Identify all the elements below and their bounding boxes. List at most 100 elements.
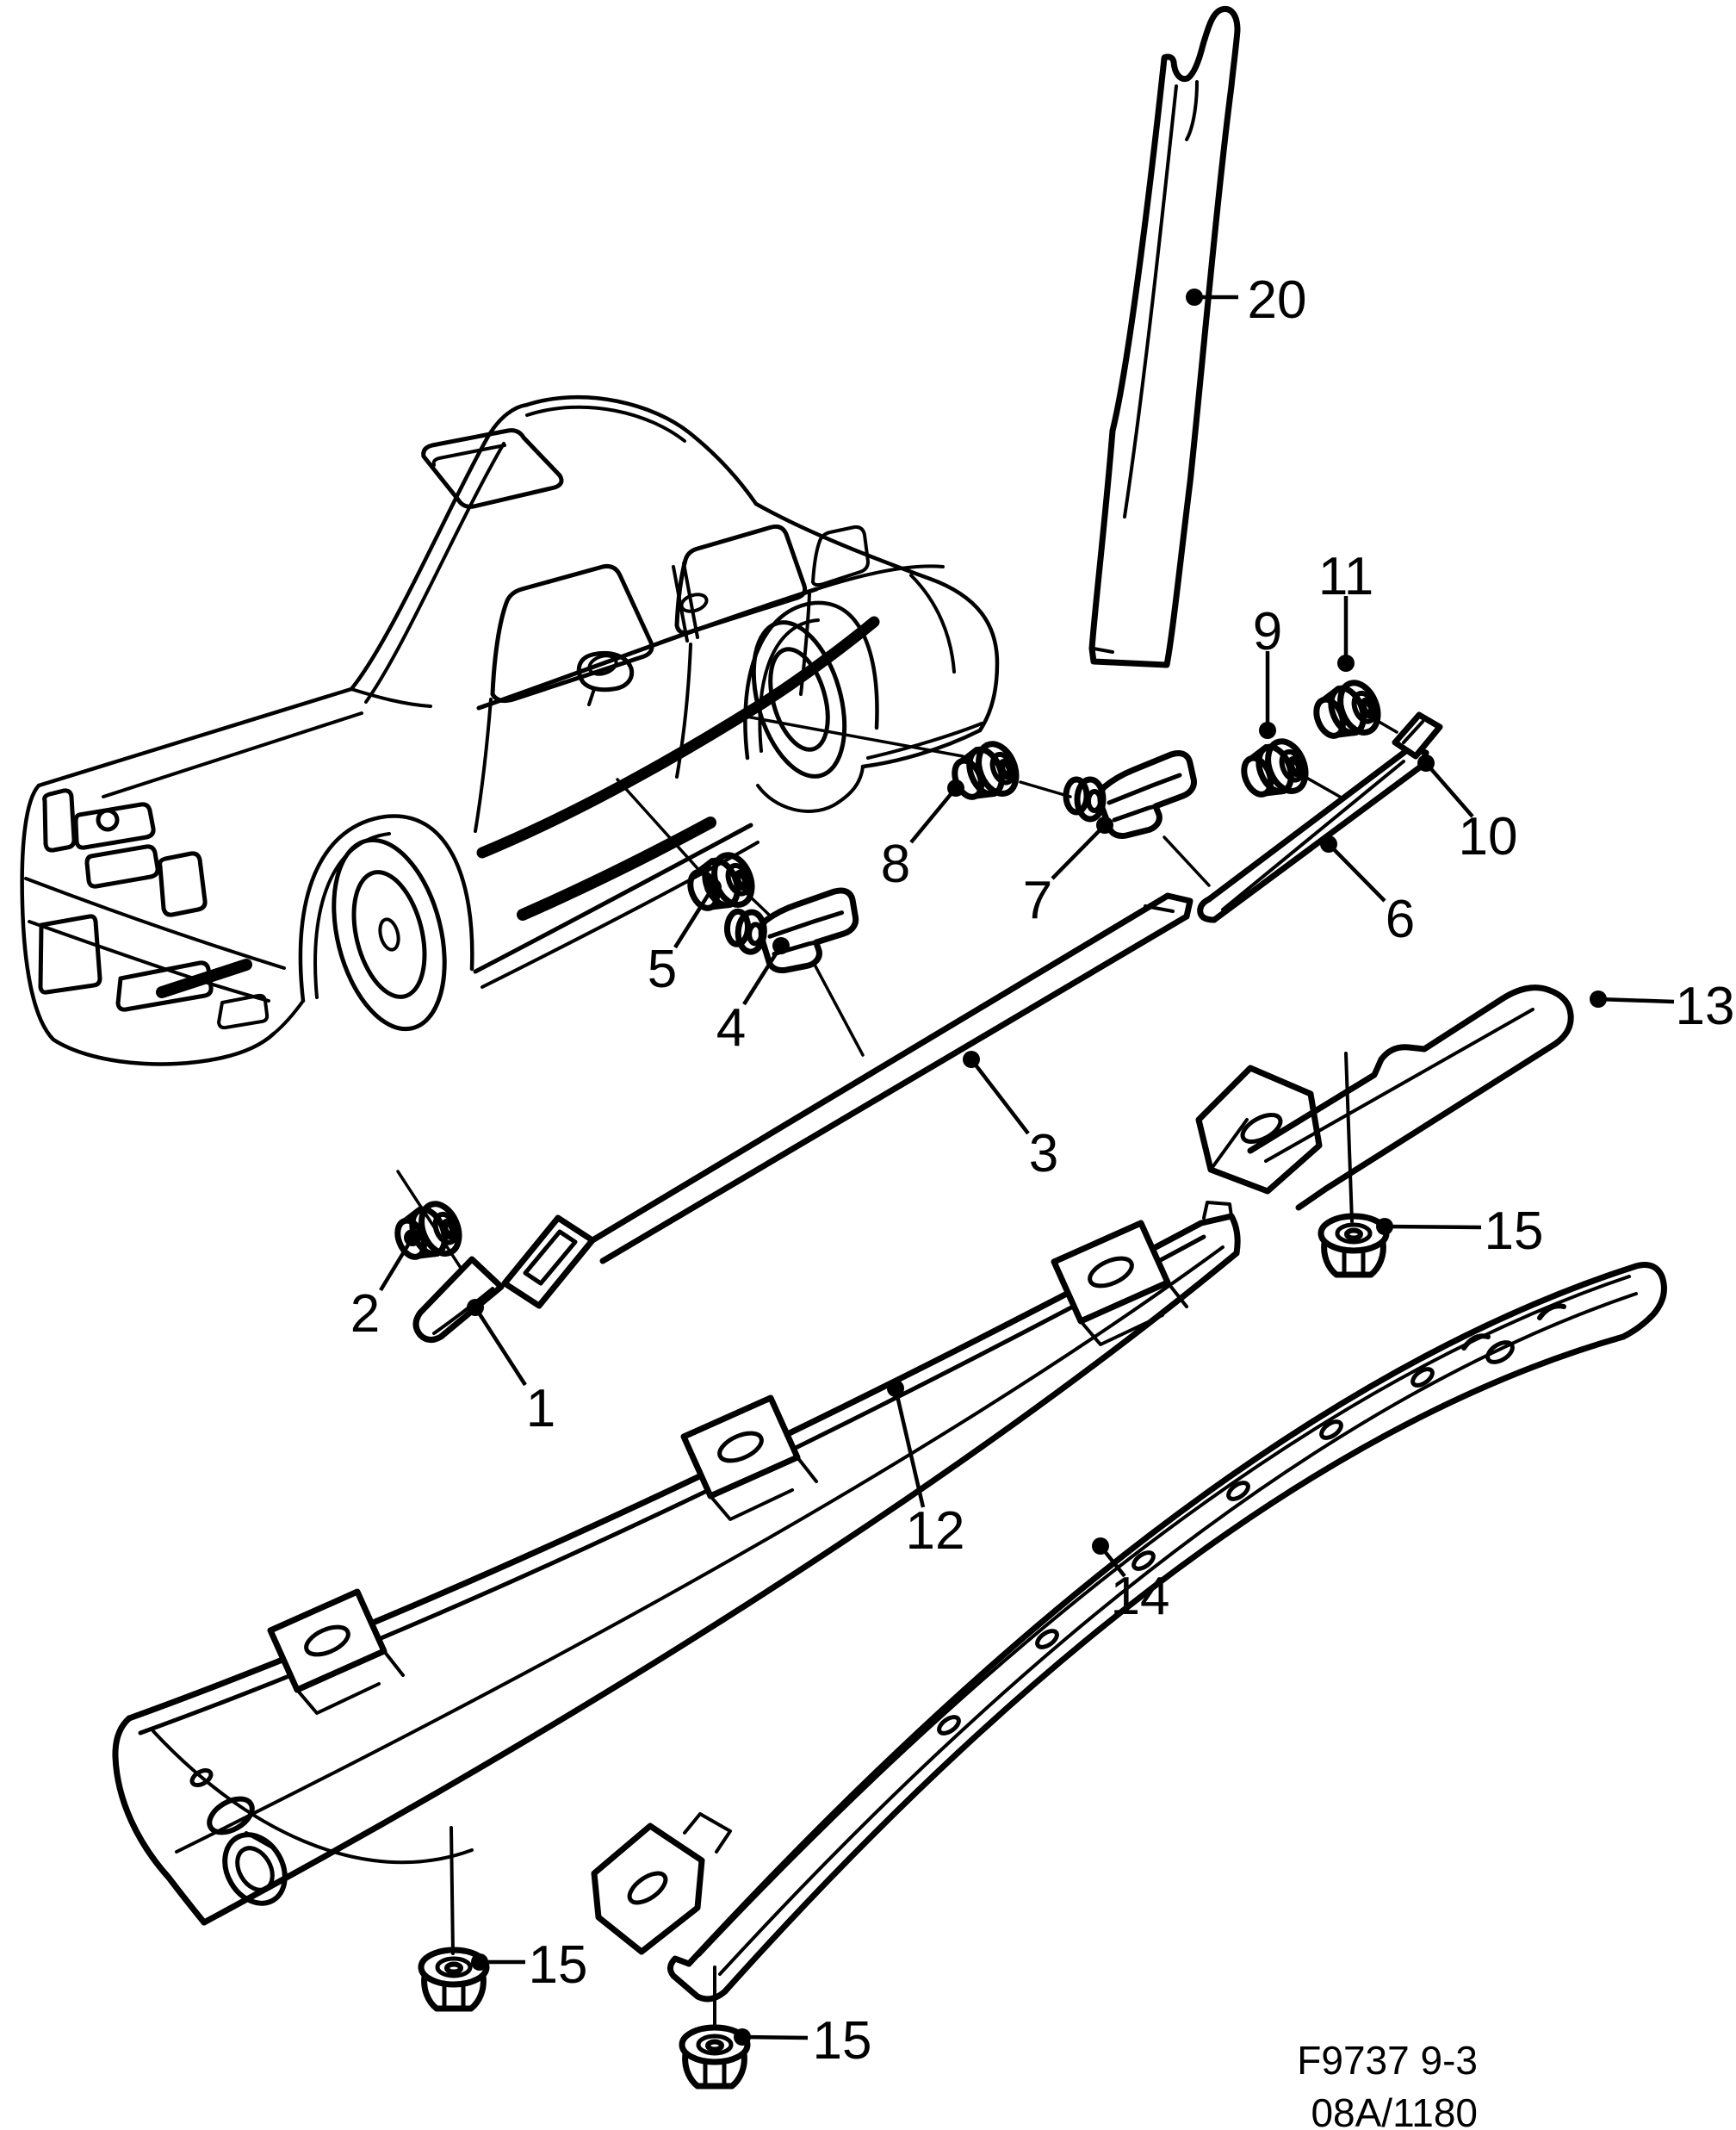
leader-dot <box>947 779 964 797</box>
car-rear-deck <box>753 501 1000 733</box>
callout-14: 14 <box>1092 1537 1169 1626</box>
car-cowl <box>350 687 432 708</box>
part-number-label: 15 <box>529 1935 588 1995</box>
leader-dot <box>887 1380 904 1397</box>
part-number-label: 12 <box>906 1501 965 1561</box>
car-grille-slat <box>84 844 160 889</box>
car-door-handle-rear <box>679 593 709 613</box>
leader-dot <box>1376 1218 1393 1235</box>
part-number-label: 13 <box>1676 977 1735 1036</box>
callout-15: 15 <box>734 2011 871 2071</box>
part-1-moulding-end-piece <box>412 1256 505 1343</box>
part-12-sill-panel <box>112 1201 1241 1926</box>
part-number-label: 8 <box>881 835 910 894</box>
leader-line <box>673 885 715 949</box>
part-number-label: 20 <box>1248 270 1307 330</box>
callout-9: 9 <box>1253 602 1282 739</box>
callout-20: 20 <box>1186 270 1306 330</box>
part-number-label: 9 <box>1253 602 1282 661</box>
car-rear-wheel-arch <box>743 600 879 761</box>
car-roof <box>524 394 759 506</box>
car-door-cut-front <box>474 698 493 833</box>
car-quarter-window <box>811 525 870 587</box>
sill-bracket <box>267 1588 405 1715</box>
callout-2: 2 <box>350 1229 421 1344</box>
leader-line <box>1051 823 1107 880</box>
part-4-clip <box>725 885 857 974</box>
callout-5: 5 <box>648 879 722 999</box>
car-hood-edge <box>36 686 354 788</box>
car-windshield <box>364 442 505 704</box>
part-14-sill-panel <box>591 1262 1667 2003</box>
callout-7: 7 <box>1023 817 1113 930</box>
callout-11: 11 <box>1318 547 1373 672</box>
leader-line <box>893 1388 926 1508</box>
leader-line <box>909 786 958 844</box>
part-number-label: 15 <box>1485 1202 1544 1261</box>
part-number-label: 7 <box>1023 871 1052 930</box>
part-number-label: 14 <box>1111 1567 1170 1626</box>
car-a-pillar <box>349 402 530 692</box>
car-mirror <box>576 650 635 692</box>
part-15-pins <box>421 1052 1386 2086</box>
callout-15: 15 <box>1376 1202 1543 1261</box>
sill-bracket <box>1051 1220 1188 1346</box>
leader-dot <box>1096 817 1113 834</box>
leader-dot <box>772 937 790 954</box>
car-front-wheel-arch <box>298 814 474 1003</box>
leader-line <box>1384 1224 1482 1230</box>
callout-8: 8 <box>881 779 964 894</box>
car-rocker-line <box>473 823 753 974</box>
car-rear-face <box>860 728 983 769</box>
car-badge <box>96 808 120 832</box>
leader-dot <box>467 1299 484 1316</box>
car-headlight-left <box>42 788 77 853</box>
alignment-lines <box>396 713 1398 1287</box>
part-20-pillar-trim <box>1088 6 1241 668</box>
part-10-end-cap <box>1392 711 1443 760</box>
leader-line <box>742 944 783 1006</box>
car-rear-window <box>674 524 808 636</box>
part-3-moulding-strip <box>501 892 1194 1309</box>
leader-line <box>1597 997 1675 1004</box>
leader-dot <box>963 1051 980 1068</box>
part-9-grommet <box>1237 736 1312 806</box>
car-sill-bar <box>517 817 716 921</box>
part-7-clip <box>1066 753 1194 835</box>
car-beltline <box>476 587 819 711</box>
leader-dot <box>1092 1537 1109 1555</box>
sill-bracket <box>680 1394 818 1521</box>
part-number-label: 1 <box>526 1379 555 1438</box>
part-11-grommet <box>1310 677 1385 748</box>
part-13-sill-extension <box>1195 984 1574 1211</box>
car-drawing <box>20 394 1000 1066</box>
leader-dot <box>1337 655 1355 672</box>
callout-15: 15 <box>471 1935 587 1995</box>
leader-dot <box>404 1229 421 1246</box>
car-sunroof <box>421 428 564 509</box>
callout-3: 3 <box>963 1051 1058 1183</box>
car-rear-wheel <box>751 620 847 779</box>
car-front-face <box>20 783 276 1066</box>
part-number-label: 2 <box>350 1284 380 1344</box>
leader-dot <box>704 879 722 896</box>
car-fender-bar <box>156 959 252 998</box>
leader-line <box>741 2034 809 2040</box>
car-grille-slat <box>73 802 156 850</box>
sheet-reference: 08A/1180 <box>1311 2090 1478 2130</box>
part-number-label: 5 <box>648 940 677 999</box>
part-number-label: 11 <box>1318 547 1373 606</box>
callout-10: 10 <box>1417 755 1517 866</box>
part-number-label: 4 <box>716 998 746 1058</box>
leader-line <box>474 1306 527 1387</box>
leader-dot <box>1417 755 1435 772</box>
pin <box>450 1826 455 1955</box>
part-8-grommet <box>948 738 1023 809</box>
car-hood-cut <box>102 711 363 798</box>
leader-dot <box>471 1953 488 1971</box>
leader-line <box>1424 761 1474 818</box>
leader-dot <box>1590 990 1607 1008</box>
